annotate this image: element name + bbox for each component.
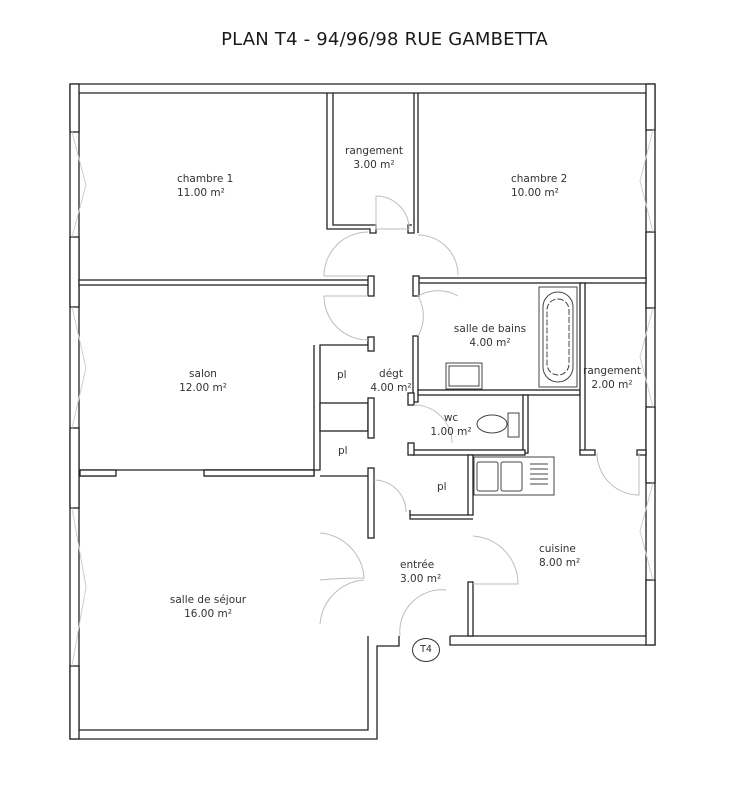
room-name: salon — [189, 368, 217, 380]
room-name: wc — [443, 412, 459, 424]
room-name: pl — [338, 445, 348, 457]
room-label-salon: salon 12.00 m² — [179, 367, 227, 395]
room-area: 11.00 m² — [177, 187, 225, 199]
room-name: entrée — [400, 559, 435, 571]
room-label-wc: wc 1.00 m² — [430, 411, 471, 439]
room-name: rangement — [583, 365, 641, 377]
room-area: 1.00 m² — [430, 426, 472, 438]
room-area: 4.00 m² — [469, 337, 511, 349]
room-label-chambre-1: chambre 1 11.00 m² — [177, 172, 233, 200]
room-name: salle de bains — [453, 323, 527, 335]
room-name: pl — [437, 481, 447, 493]
plan-title: PLAN T4 - 94/96/98 RUE GAMBETTA — [221, 29, 548, 50]
room-label-rangement-3: rangement 3.00 m² — [345, 144, 403, 172]
room-area: 8.00 m² — [539, 557, 581, 569]
right-window-piers — [645, 83, 656, 646]
room-label-placard-3: pl — [437, 480, 447, 494]
room-label-salle-de-bains: salle de bains 4.00 m² — [454, 322, 526, 350]
room-label-placard-1: pl — [337, 368, 347, 382]
room-label-salle-de-sejour: salle de séjour 16.00 m² — [170, 593, 246, 621]
room-label-chambre-2: chambre 2 10.00 m² — [511, 172, 567, 200]
room-name: rangement — [345, 145, 403, 157]
room-name: dégt — [379, 368, 403, 380]
room-name: chambre 1 — [177, 173, 234, 185]
room-area: 12.00 m² — [179, 382, 227, 394]
room-label-entree: entrée 3.00 m² — [400, 558, 441, 586]
room-name: pl — [337, 369, 347, 381]
room-label-cuisine: cuisine 8.00 m² — [539, 542, 580, 570]
room-name: cuisine — [539, 543, 576, 555]
room-area: 3.00 m² — [353, 159, 395, 171]
room-label-placard-2: pl — [338, 444, 348, 458]
exterior-walls — [69, 83, 656, 740]
room-area: 3.00 m² — [400, 573, 442, 585]
room-area: 10.00 m² — [511, 187, 559, 199]
room-area: 16.00 m² — [184, 608, 232, 620]
room-area: 4.00 m² — [370, 382, 412, 394]
left-window-piers — [69, 83, 80, 740]
door-rangement — [375, 195, 410, 230]
room-area: 2.00 m² — [591, 379, 633, 391]
room-name: chambre 2 — [511, 173, 568, 185]
room-label-rangement-2: rangement 2.00 m² — [583, 364, 641, 392]
unit-tag-badge: T4 — [412, 638, 440, 662]
room-name: salle de séjour — [169, 594, 247, 606]
room-label-degt: dégt 4.00 m² — [370, 367, 411, 395]
